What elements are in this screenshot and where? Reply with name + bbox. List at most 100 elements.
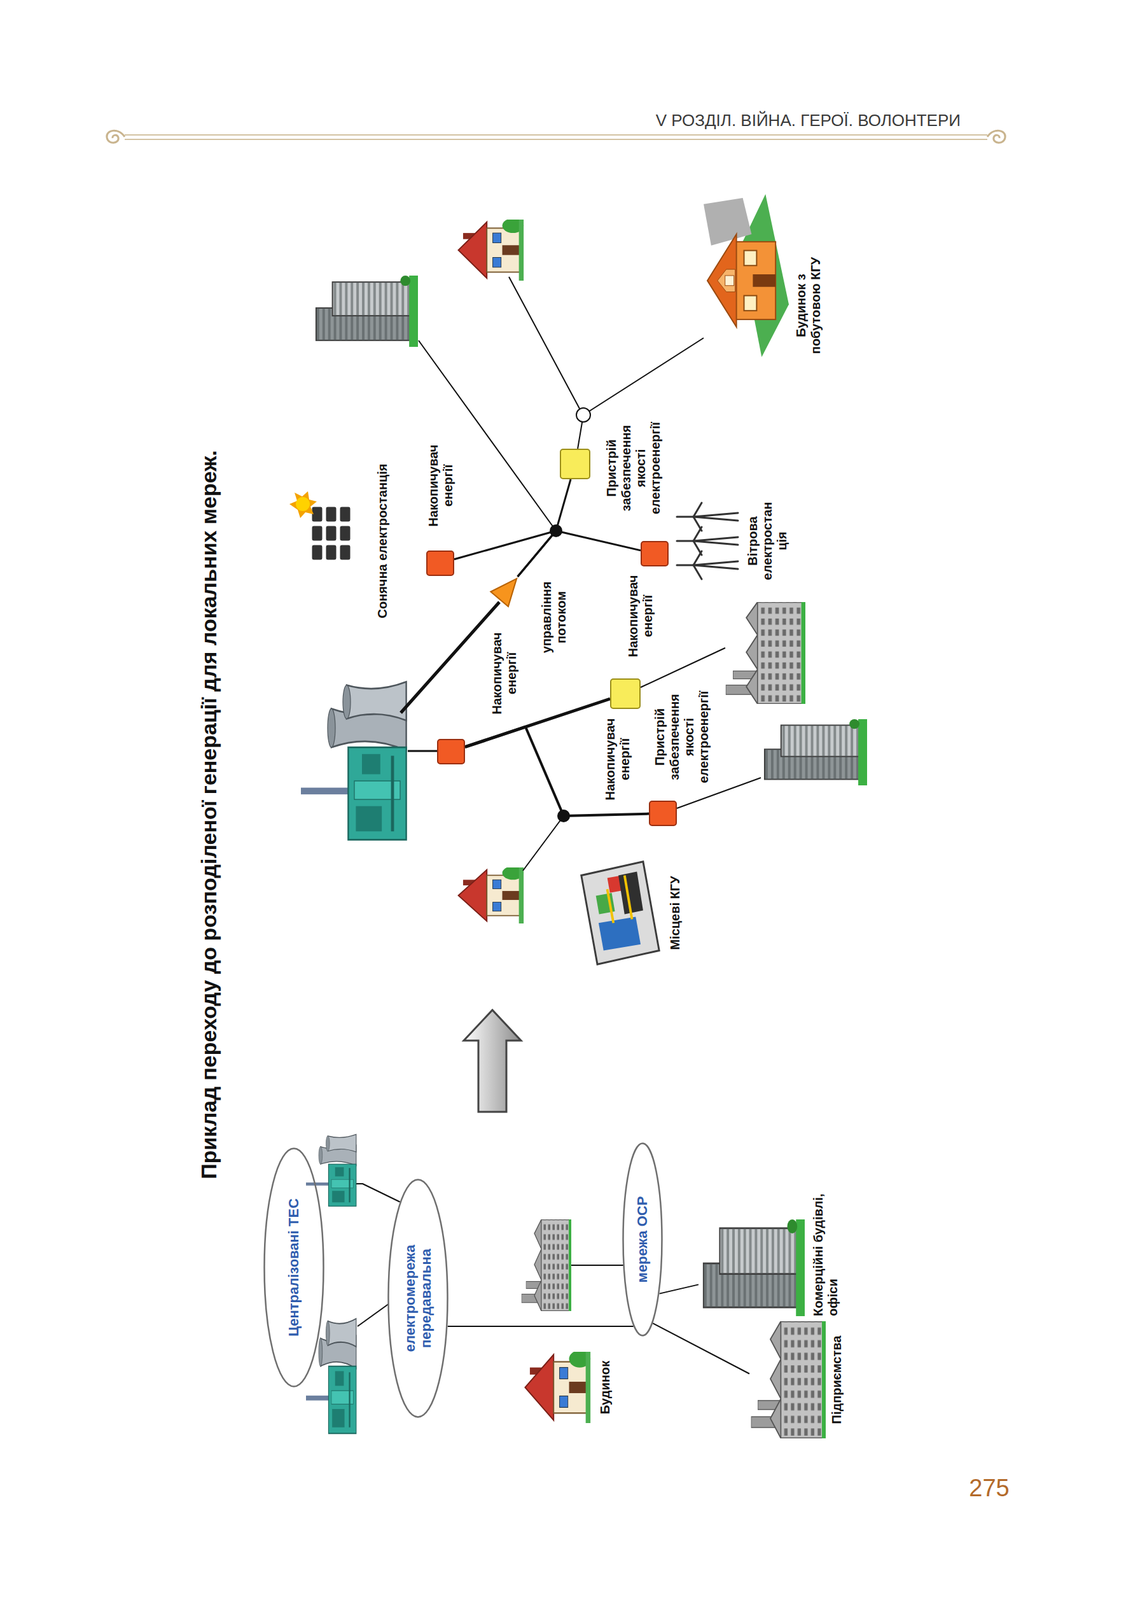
- house-icon: [458, 865, 524, 924]
- connector-line: [517, 479, 571, 577]
- wind-turbines: [676, 502, 738, 579]
- solar-panels: [339, 525, 351, 541]
- solar-panels: [339, 544, 351, 560]
- wind-turbines: [676, 515, 694, 518]
- wind-turbines: [693, 564, 702, 579]
- quality-device-box: Пристрій забезпечення якості електроенер…: [559, 448, 591, 480]
- junction-dot: [557, 809, 570, 822]
- feeder-line: [676, 777, 761, 808]
- sun-symbol: [289, 491, 317, 518]
- feeder-line: [407, 750, 438, 752]
- ellipse-outline: [264, 1148, 324, 1387]
- transition-arrow: [463, 1009, 522, 1112]
- feeder-line: [357, 1302, 390, 1326]
- distribution-ellipse: мережа ОСР: [622, 1141, 663, 1336]
- solar-panels: [325, 525, 337, 541]
- connector-line: [454, 530, 557, 577]
- power-plant-icon: [305, 1318, 357, 1433]
- switch-circle: [576, 407, 591, 422]
- house-icon: [524, 1349, 591, 1423]
- ellipse-outline: [388, 1179, 448, 1417]
- ellipse-outline: [623, 1143, 663, 1336]
- factory-icon: [725, 601, 806, 704]
- office-tower-icon: [764, 718, 868, 786]
- feeder-line: [522, 815, 564, 871]
- node-label: Накопичувач енергії: [603, 712, 633, 806]
- node-label: Пристрій забезпечення якості електроенер…: [604, 412, 663, 524]
- feeder-line: [571, 1264, 624, 1266]
- factory-node: Підприємства: [749, 1320, 826, 1438]
- flow-control-triangle: управління потоком: [492, 571, 523, 607]
- flow-control-triangle: [490, 571, 526, 607]
- running-header: V РОЗДІЛ. ВІЙНА. ГЕРОЇ. ВОЛОНТЕРИ: [636, 110, 961, 131]
- node-label: електромережа передавальна: [402, 1237, 435, 1359]
- feeder-line: [640, 647, 726, 688]
- chp-unit-node: Місцеві КГУ: [576, 856, 663, 969]
- villa-icon: [703, 194, 789, 357]
- storage-box: Накопичувач енергії: [648, 800, 677, 826]
- chp-unit-icon: [581, 861, 660, 964]
- page-number: 275: [954, 1473, 1025, 1503]
- solar-panels: [311, 506, 323, 522]
- node-label: Накопичувач енергії: [426, 437, 456, 534]
- wind-turbines: [693, 516, 738, 521]
- node-label: Пристрій забезпечення якості електроенер…: [652, 685, 712, 788]
- house-node: Будинок: [520, 1351, 592, 1423]
- node-label: управління потоком: [539, 572, 569, 662]
- wind-turbines: [693, 536, 738, 541]
- header-rule: [124, 138, 988, 140]
- header-ornament: [987, 130, 1006, 143]
- sun-symbol: [289, 491, 317, 518]
- villa-node: Будинок з побутовою КГУ: [703, 194, 789, 357]
- factory-icon: [751, 1320, 826, 1438]
- office-node: Комерційні будівлі, офіси: [698, 1218, 805, 1316]
- factory-icon: [521, 1218, 572, 1311]
- wind-turbines: [693, 502, 702, 517]
- wind-turbines: [693, 516, 702, 531]
- power-plant-icon: [300, 681, 407, 840]
- header-rule: [0, 0, 1126, 191]
- wind-turbines: [676, 540, 694, 543]
- node-label: Накопичувач енергії: [625, 571, 656, 661]
- connector-line: [447, 1325, 634, 1327]
- node-label: Сонячна електростанція: [375, 458, 390, 624]
- connector-line: [517, 530, 641, 577]
- solar-panels: [311, 544, 323, 560]
- solar-panels: [325, 506, 337, 522]
- plant-group-ellipse: Централізовані ТЕС: [263, 1146, 325, 1387]
- wind-turbines: [693, 564, 738, 569]
- wind-turbines: [693, 540, 702, 555]
- solar-panels: [325, 544, 337, 560]
- diagram-title: Приклад переходу до розподіленої генерац…: [195, 368, 223, 1260]
- wind-node: Вітрова електростан ція: [673, 505, 740, 577]
- power-plant-icon: [305, 1133, 357, 1206]
- node-label: Вітрова електростан ція: [745, 496, 790, 586]
- solar-node: Сонячна електростанція: [291, 489, 354, 562]
- header-ornament: [106, 130, 125, 143]
- node-label: Будинок з побутовою КГУ: [793, 251, 824, 360]
- storage-box: Накопичувач енергії: [426, 550, 455, 576]
- flow-control-triangle: [492, 571, 523, 607]
- junction-dot: [549, 524, 563, 537]
- feeder-line: [400, 601, 500, 713]
- quality-device-box: Пристрій забезпечення якості електроенер…: [610, 678, 641, 709]
- node-label: Комерційні будівлі, офіси: [811, 1166, 841, 1316]
- node-label: Місцеві КГУ: [667, 856, 683, 969]
- office-tower-icon: [703, 1218, 805, 1316]
- office-tower-icon: [316, 275, 418, 347]
- solar-panels: [339, 506, 351, 522]
- header-rule: [124, 134, 988, 136]
- house-icon: [458, 218, 524, 281]
- node-label: Будинок: [597, 1342, 613, 1432]
- transmission-ellipse: електромережа передавальна: [387, 1178, 449, 1418]
- node-label: мережа ОСР: [634, 1195, 651, 1283]
- sun-symbol: [295, 496, 310, 511]
- connector-line: [652, 1322, 750, 1373]
- feeder-line: [357, 276, 761, 1326]
- node-label: Підприємства: [829, 1320, 845, 1438]
- node-label: Накопичувач енергії: [489, 628, 520, 718]
- diagram-stage: Приклад переходу до розподіленої генерац…: [190, 178, 904, 1451]
- node-label: Централізовані ТЕС: [285, 1197, 302, 1336]
- wind-turbines: [693, 512, 738, 517]
